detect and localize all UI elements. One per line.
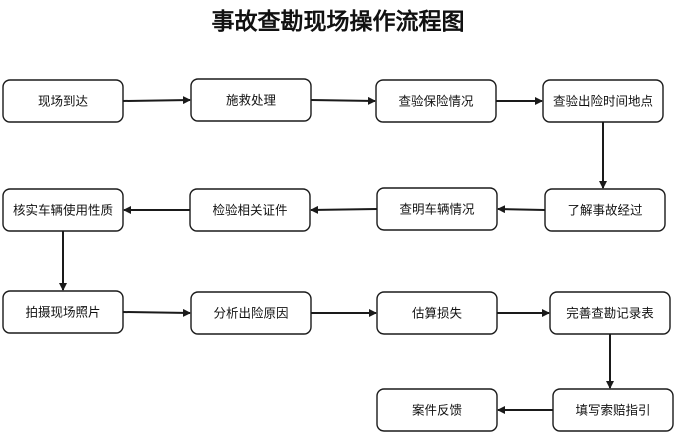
flow-node-5: 了解事故经过 bbox=[544, 188, 666, 232]
flow-node-3: 查验保险情况 bbox=[375, 79, 497, 123]
flow-node-6: 查明车辆情况 bbox=[376, 187, 498, 231]
flow-node-box bbox=[544, 188, 666, 232]
flow-node-label: 分析出险原因 bbox=[213, 306, 288, 321]
flow-node-label: 检验相关证件 bbox=[212, 203, 287, 218]
flow-node-4: 查验出险时间地点 bbox=[542, 79, 664, 123]
flow-arrow-1 bbox=[122, 96, 191, 105]
flow-node-box bbox=[376, 187, 498, 231]
flow-node-9: 拍摄现场照片 bbox=[2, 290, 124, 334]
flow-node-8: 核实车辆使用性质 bbox=[2, 188, 124, 232]
flow-node-box bbox=[190, 291, 312, 335]
diagram-title: 事故查勘现场操作流程图 bbox=[211, 8, 465, 35]
flow-node-label: 估算损失 bbox=[412, 306, 463, 321]
flow-arrow-2 bbox=[310, 96, 376, 105]
flow-node-label: 施救处理 bbox=[226, 93, 277, 108]
flow-node-label: 查验出险时间地点 bbox=[553, 94, 653, 109]
flow-node-2: 施救处理 bbox=[190, 78, 312, 122]
flow-node-box bbox=[189, 188, 311, 232]
flow-node-label: 现场到达 bbox=[38, 94, 89, 109]
flow-node-box bbox=[2, 188, 124, 232]
flow-node-1: 现场到达 bbox=[2, 79, 124, 123]
flow-node-14: 案件反馈 bbox=[376, 388, 498, 432]
flow-node-12: 完善查勘记录表 bbox=[549, 291, 671, 335]
flow-arrow-6 bbox=[310, 205, 378, 214]
flow-arrow-9 bbox=[122, 308, 191, 317]
flow-node-box bbox=[2, 290, 124, 334]
flow-node-box bbox=[376, 291, 498, 335]
flow-node-label: 了解事故经过 bbox=[567, 203, 643, 218]
flow-node-13: 填写索赔指引 bbox=[552, 388, 674, 432]
flow-node-label: 完善查勘记录表 bbox=[566, 306, 654, 321]
flow-node-box bbox=[190, 78, 312, 122]
flow-node-box bbox=[542, 79, 664, 123]
flow-node-label: 核实车辆使用性质 bbox=[13, 203, 113, 218]
flow-node-label: 查明车辆情况 bbox=[399, 202, 475, 217]
flow-node-box bbox=[375, 79, 497, 123]
flow-node-box bbox=[552, 388, 674, 432]
flow-node-box bbox=[2, 79, 124, 123]
flow-arrow-5 bbox=[497, 205, 546, 214]
flow-node-label: 填写索赔指引 bbox=[575, 403, 650, 418]
flow-node-box bbox=[376, 388, 498, 432]
flow-node-11: 估算损失 bbox=[376, 291, 498, 335]
flow-node-label: 案件反馈 bbox=[412, 403, 462, 418]
flow-node-label: 拍摄现场照片 bbox=[25, 305, 100, 320]
flow-node-box bbox=[549, 291, 671, 335]
flow-node-10: 分析出险原因 bbox=[190, 291, 312, 335]
flow-node-label: 查验保险情况 bbox=[398, 94, 474, 109]
flow-node-7: 检验相关证件 bbox=[189, 188, 311, 232]
